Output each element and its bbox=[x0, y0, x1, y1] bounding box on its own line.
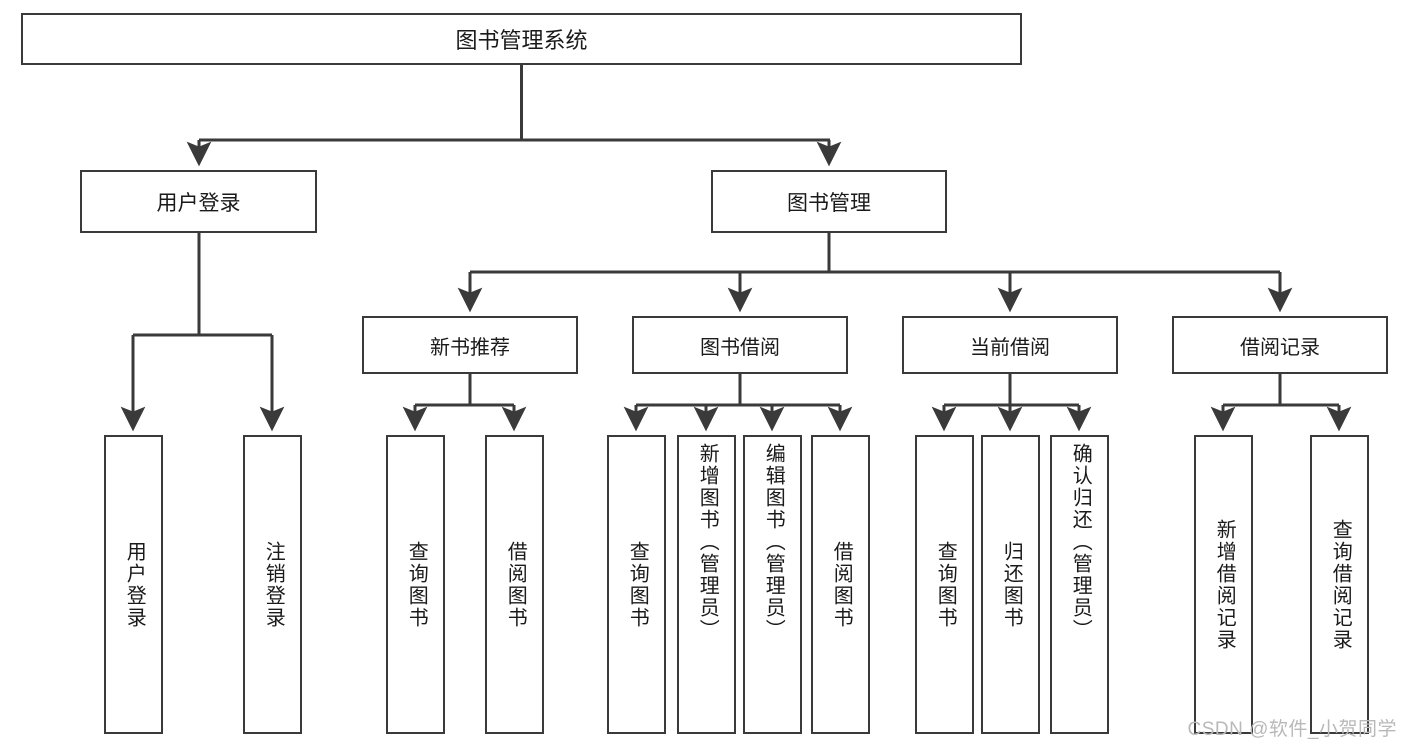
node-leaf-query-book-1[interactable]: 查询图书 bbox=[386, 435, 445, 734]
node-leaf-query-book-3[interactable]: 查询图书 bbox=[915, 435, 974, 734]
node-label: 归还图书 bbox=[1000, 540, 1023, 629]
node-leaf-user-login[interactable]: 用户登录 bbox=[104, 435, 163, 734]
node-leaf-edit-book[interactable]: 编辑图书（管理员） bbox=[743, 435, 802, 734]
node-label: 编辑图书（管理员） bbox=[762, 443, 785, 641]
node-new-book-recommend[interactable]: 新书推荐 bbox=[362, 316, 578, 374]
node-leaf-add-record[interactable]: 新增借阅记录 bbox=[1194, 435, 1253, 734]
node-leaf-confirm-return[interactable]: 确认归还（管理员） bbox=[1050, 435, 1109, 734]
node-label: 借阅记录 bbox=[1240, 336, 1320, 359]
node-label: 当前借阅 bbox=[970, 336, 1050, 359]
node-label: 查询图书 bbox=[934, 540, 957, 629]
node-borrow-record[interactable]: 借阅记录 bbox=[1172, 316, 1388, 374]
node-label: 查询借阅记录 bbox=[1329, 518, 1352, 651]
node-leaf-user-logout[interactable]: 注销登录 bbox=[243, 435, 302, 734]
node-label: 查询图书 bbox=[405, 540, 428, 629]
node-label: 新书推荐 bbox=[430, 336, 510, 359]
node-label: 新增图书（管理员） bbox=[696, 443, 719, 641]
node-leaf-query-record[interactable]: 查询借阅记录 bbox=[1310, 435, 1369, 734]
node-label: 图书借阅 bbox=[700, 336, 780, 359]
node-label: 图书管理 bbox=[787, 191, 871, 215]
node-label: 用户登录 bbox=[123, 540, 146, 629]
node-leaf-return-book[interactable]: 归还图书 bbox=[981, 435, 1040, 734]
node-leaf-query-book-2[interactable]: 查询图书 bbox=[607, 435, 666, 734]
node-book-manage[interactable]: 图书管理 bbox=[711, 170, 947, 233]
node-user-login[interactable]: 用户登录 bbox=[80, 170, 317, 233]
node-leaf-borrow-book-1[interactable]: 借阅图书 bbox=[485, 435, 544, 734]
node-label: 借阅图书 bbox=[504, 540, 527, 629]
node-label: 用户登录 bbox=[156, 191, 241, 215]
node-label: 确认归还（管理员） bbox=[1069, 443, 1092, 641]
node-label: 查询图书 bbox=[626, 540, 649, 629]
node-label: 新增借阅记录 bbox=[1213, 518, 1236, 651]
watermark-text: CSDN @软件_小贺同学 bbox=[1187, 719, 1397, 740]
node-book-borrow[interactable]: 图书借阅 bbox=[632, 316, 848, 374]
node-label: 注销登录 bbox=[262, 540, 285, 629]
node-leaf-borrow-book-2[interactable]: 借阅图书 bbox=[811, 435, 870, 734]
node-label: 图书管理系统 bbox=[455, 28, 588, 53]
node-current-borrow[interactable]: 当前借阅 bbox=[902, 316, 1118, 374]
node-leaf-add-book[interactable]: 新增图书（管理员） bbox=[677, 435, 736, 734]
node-label: 借阅图书 bbox=[830, 540, 853, 629]
node-root[interactable]: 图书管理系统 bbox=[21, 13, 1022, 65]
